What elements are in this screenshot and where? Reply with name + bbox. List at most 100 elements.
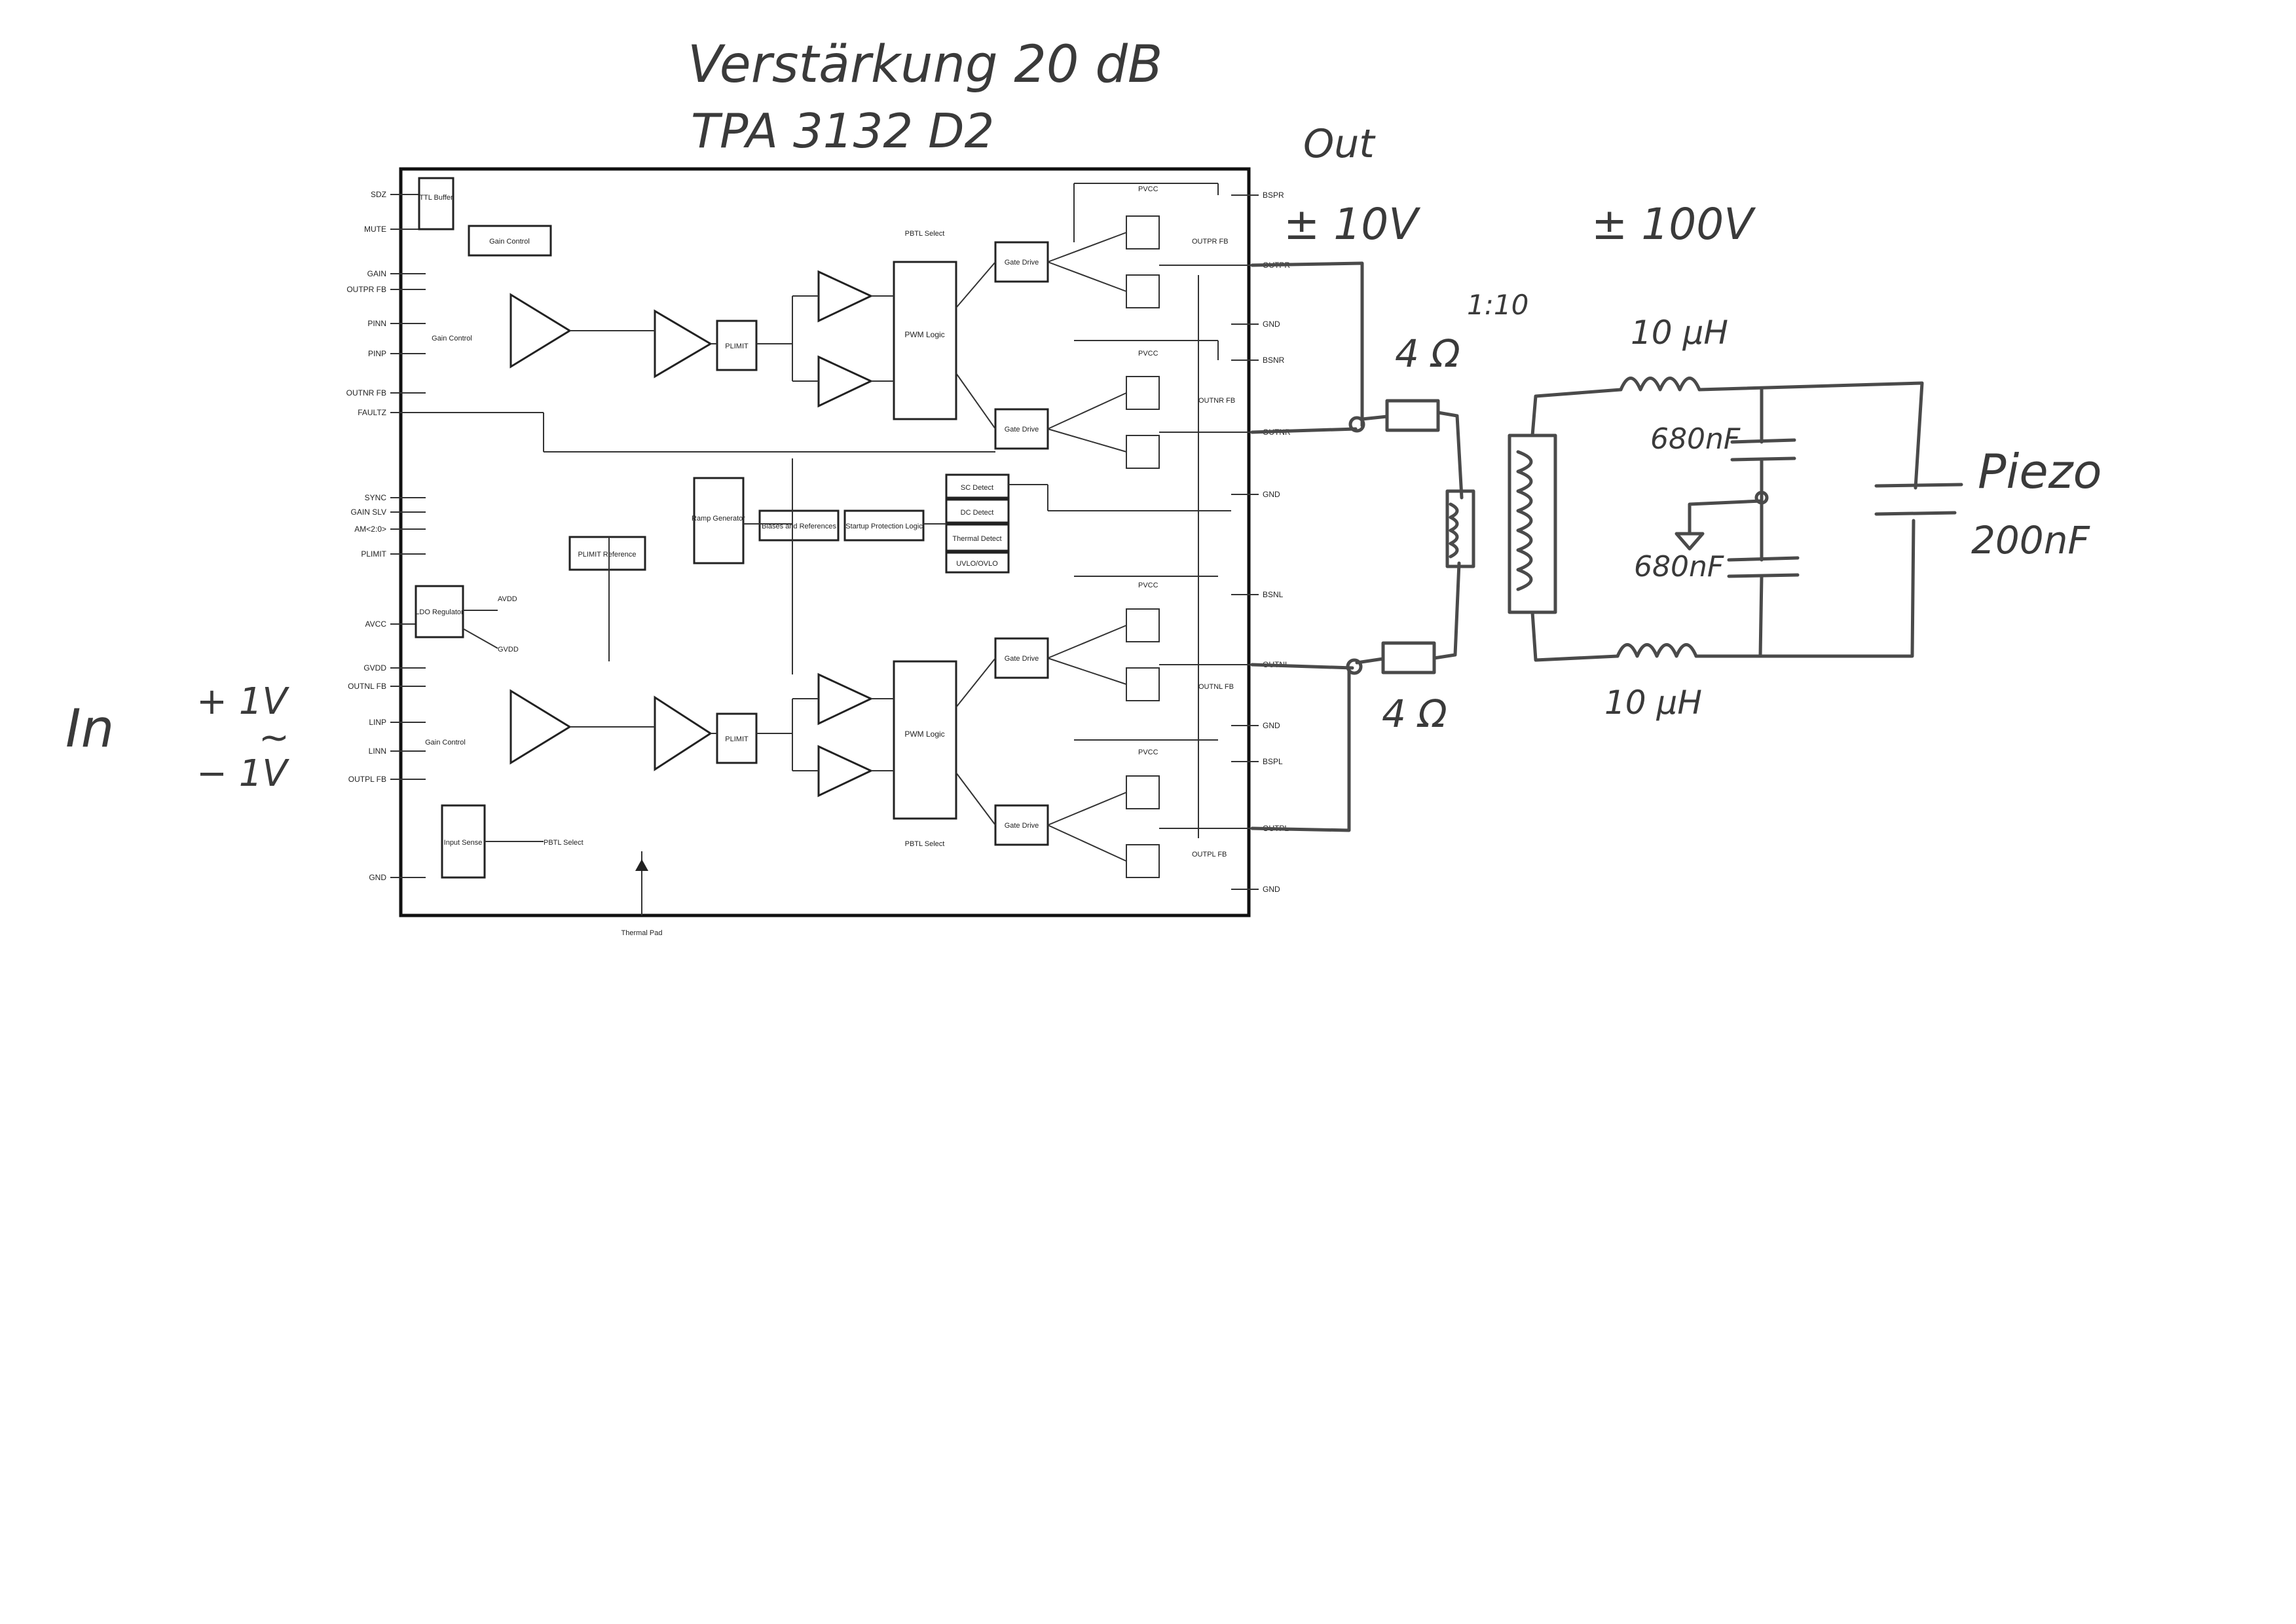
piezo-cap-label: 200nF [1971,518,2090,563]
resistor-top-label: 4 Ω [1395,331,1460,376]
integrator-r-opamp [654,309,713,378]
ldo-regulator-block [415,585,464,638]
input-sense-label: Input Sense [444,839,483,847]
left-pin-label: AM<2:0> [354,525,386,534]
left-pin-label: GAIN SLV [351,507,386,517]
sc-detect-block [945,473,1010,499]
part-number-label: TPA 3132 D2 [691,103,994,158]
plimit-reference-label: PLIMIT Reference [578,551,636,559]
gain-control-label: Gain Control [489,238,530,246]
comparator-l1 [817,673,874,726]
left-pin-label: OUTNL FB [348,682,386,691]
pvcc-label-4: PVCC [1138,748,1158,756]
startup-protection-block [843,509,925,542]
wire-outnr [1250,427,1358,434]
left-pin-label: MUTE [364,225,386,234]
right-pin-label: GND [1263,721,1280,730]
right-pin-label: BSPL [1263,757,1283,766]
outpr-fb-label: OUTPR FB [1192,238,1229,246]
gain-control-block [468,225,552,257]
input-label: In [65,698,114,759]
left-pin-label: LINP [369,718,386,727]
wire-outnl [1250,663,1354,670]
dc-detect-label: DC Detect [961,509,994,517]
pbtl-select-sense-label: PBTL Select [544,839,583,847]
plimit-l-label: PLIMIT [725,735,749,743]
preamp-l-opamp [509,689,572,765]
right-pin-label: GND [1263,490,1280,499]
ramp-generator-block [693,477,745,564]
output-stage-l-top [1047,576,1252,701]
gain-control-r-label: Gain Control [432,335,472,342]
wire-sec-top [1530,388,1623,437]
outnl-fb-label: OUTNL FB [1198,683,1234,691]
left-pin-label: SDZ [371,190,386,199]
gate-drive-1-label: Gate Drive [1005,259,1039,267]
cap-top-label: 680nF [1650,422,1741,456]
left-pin-label: AVCC [365,619,387,629]
cap-bottom-label: 680nF [1634,550,1724,583]
comparator-l2 [817,745,874,798]
internal-wiring [419,261,1231,842]
gate-drive-4-label: Gate Drive [1005,822,1039,830]
outpl-fb-label: OUTPL FB [1192,851,1227,858]
resistor-bottom-label: 4 Ω [1382,692,1447,736]
pvcc-label-3: PVCC [1138,581,1158,589]
wire-primary-bottom [1432,561,1461,660]
left-pin-label: GAIN [367,269,386,278]
sc-detect-label: SC Detect [961,484,993,492]
right-pin-label: GND [1263,320,1280,329]
cap-bottom-plate1 [1727,556,1800,562]
ground-icon [1675,532,1705,551]
ttl-buffer-label: TTL Buffer [419,194,453,202]
pvcc-label-1: PVCC [1138,185,1158,193]
left-pin-label: PINN [367,319,386,328]
biases-block [758,509,840,542]
pwm-logic-l-label: PWM Logic [904,729,944,739]
gate-drive-2-label: Gate Drive [1005,426,1039,434]
ground-wire [1688,499,1764,536]
inductor-top [1619,377,1701,392]
startup-protection-label: Startup Protection Logic [845,523,923,530]
ldo-regulator-label: LDO Regulator [415,608,464,616]
gain-label: Verstärkung 20 dB [688,35,1162,94]
input-minus-label: − 1V [196,752,289,795]
piezo-label: Piezo [1978,444,2102,499]
left-pin-label: OUTPL FB [348,775,386,784]
thermal-pad-diode [635,859,648,871]
cap-top-plate1 [1730,438,1796,444]
left-pin-label: OUTNR FB [346,388,386,397]
chip-outline [399,167,1251,917]
left-pin-label: GND [369,873,386,882]
piezo-plate2 [1874,511,1957,516]
avdd-label: AVDD [498,595,517,603]
resistor-bottom [1381,641,1436,674]
wire-primary-top [1436,411,1464,500]
junction-top [1348,416,1365,433]
left-pin-label: PINP [368,349,386,358]
left-pin-label: GVDD [363,663,386,673]
right-pin-label: BSPR [1263,191,1284,200]
gate-drive-2-block [994,408,1049,450]
plimit-reference-block [568,536,646,571]
inductor-bottom [1616,643,1698,658]
right-pin-label: GND [1263,885,1280,894]
gvdd-label: GVDD [498,646,519,654]
wire-sec-bottom [1530,610,1620,662]
transformer-primary [1445,489,1475,568]
junction-bottom [1346,658,1363,675]
gate-drive-3-label: Gate Drive [1005,655,1039,663]
plimit-r-block [716,320,758,371]
thermal-pad-label: Thermal Pad [621,929,663,937]
left-pin-label: PLIMIT [361,549,386,559]
left-pin-label: OUTPR FB [346,285,386,294]
plimit-r-label: PLIMIT [725,342,749,350]
input-tilde-label: ~ [259,716,289,759]
out-label: Out [1303,121,1376,167]
resistor-top [1385,399,1440,432]
pbtl-select-bottom-label: PBTL Select [905,840,945,848]
gate-drive-1-block [994,241,1049,283]
